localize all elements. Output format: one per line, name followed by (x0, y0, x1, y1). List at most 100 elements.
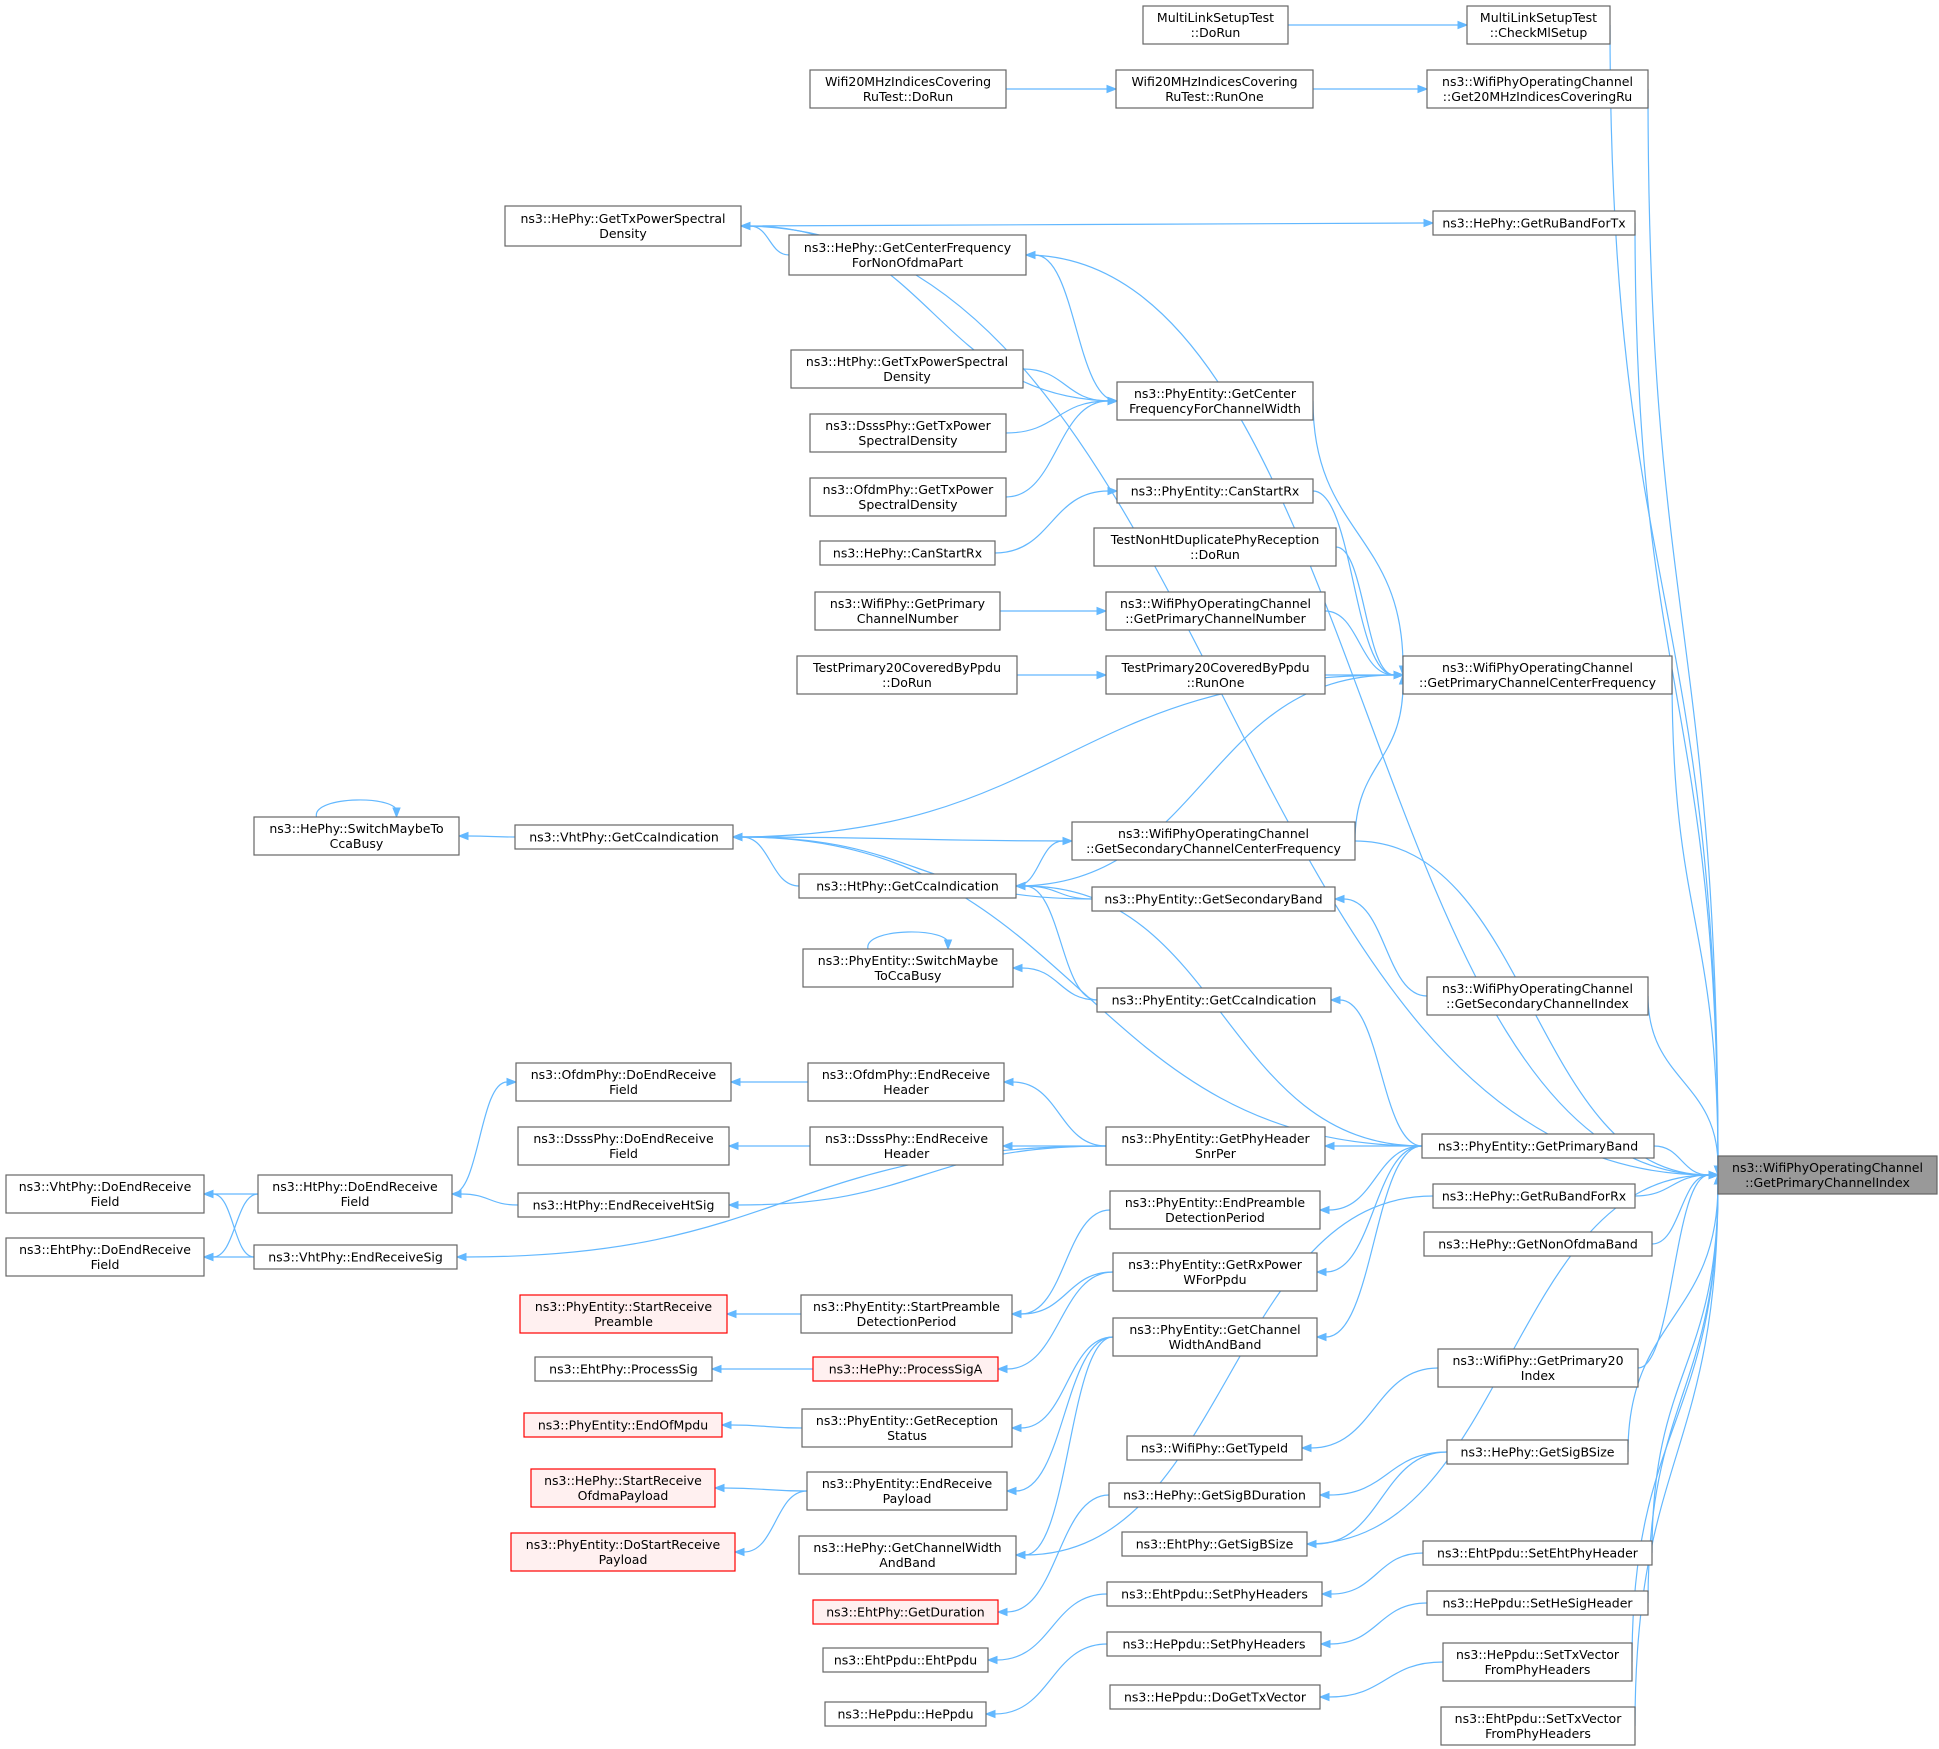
node-ns3-ehtppdu-ehtppdu[interactable]: ns3::EhtPpdu::EhtPpdu (822, 1647, 989, 1673)
node-ns3-wifiphyoperatingchannel-getprimarychannelcenterfrequency[interactable]: ns3::WifiPhyOperatingChannel::GetPrimary… (1402, 655, 1673, 695)
node-ns3-hephy-getsigbsize[interactable]: ns3::HePhy::GetSigBSize (1446, 1439, 1629, 1465)
node-ns3-ehtppdu-setphyheaders[interactable]: ns3::EhtPpdu::SetPhyHeaders (1106, 1581, 1323, 1607)
node-ns3-phyentity-startpreamble-detectionperiod[interactable]: ns3::PhyEntity::StartPreambleDetectionPe… (800, 1294, 1013, 1334)
node-label: FrequencyForChannelWidth (1129, 401, 1301, 416)
node-box (1142, 5, 1289, 45)
node-ns3-phyentity-canstartrx[interactable]: ns3::PhyEntity::CanStartRx (1116, 478, 1314, 504)
call-edge (1016, 670, 1108, 680)
node-ns3-vhtphy-getccaindication[interactable]: ns3::VhtPhy::GetCcaIndication (514, 824, 734, 850)
node-ns3-heppdu-dogettxvector[interactable]: ns3::HePpdu::DoGetTxVector (1109, 1684, 1321, 1710)
call-edge (315, 799, 401, 819)
node-multilinksetuptest-checkmlsetup[interactable]: MultiLinkSetupTest::CheckMlSetup (1466, 5, 1611, 45)
node-ns3-htphy-getccaindication[interactable]: ns3::HtPhy::GetCcaIndication (798, 873, 1017, 899)
node-label: MultiLinkSetupTest (1157, 10, 1274, 25)
node-ns3-ehtphy-processsig[interactable]: ns3::EhtPhy::ProcessSig (534, 1356, 713, 1382)
node-label: ns3::WifiPhyOperatingChannel (1442, 660, 1633, 675)
node-ns3-hephy-getcenterfrequency-fornonofdmapart[interactable]: ns3::HePhy::GetCenterFrequencyForNonOfdm… (788, 234, 1027, 276)
call-edge (720, 1420, 803, 1430)
node-ns3-hephy-canstartrx[interactable]: ns3::HePhy::CanStartRx (819, 540, 996, 566)
node-ns3-hephy-getrubandforrx[interactable]: ns3::HePhy::GetRuBandForRx (1432, 1183, 1636, 1209)
node-ns3-phyentity-getsecondaryband[interactable]: ns3::PhyEntity::GetSecondaryBand (1091, 886, 1336, 912)
node-ns3-heppdu-sethesigheader[interactable]: ns3::HePpdu::SetHeSigHeader (1426, 1590, 1649, 1616)
node-ns3-phyentity-endofmpdu[interactable]: ns3::PhyEntity::EndOfMpdu (523, 1412, 723, 1438)
node-ns3-wifiphy-gettypeid[interactable]: ns3::WifiPhy::GetTypeId (1126, 1435, 1303, 1461)
node-multilinksetuptest-dorun[interactable]: MultiLinkSetupTest::DoRun (1142, 5, 1289, 45)
call-edge (1315, 1145, 1423, 1342)
call-edge (1634, 1173, 1723, 1727)
node-ns3-wifiphyoperatingchannel-get20mhzindicescoveringru[interactable]: ns3::WifiPhyOperatingChannel::Get20MHzIn… (1426, 69, 1649, 109)
node-box (5, 1237, 205, 1277)
node-testnonhtduplicatephyreception-dorun[interactable]: TestNonHtDuplicatePhyReception::DoRun (1093, 527, 1337, 567)
node-label: ns3::OfdmPhy::EndReceive (822, 1067, 991, 1082)
call-edge (1288, 20, 1469, 30)
node-label: ns3::HePpdu::HePpdu (837, 1707, 973, 1722)
node-box (1432, 1183, 1636, 1209)
node-label: Field (609, 1082, 638, 1097)
node-label: ns3::HtPhy::GetCcaIndication (816, 879, 999, 894)
node-ns3-ehtphy-getduration[interactable]: ns3::EhtPhy::GetDuration (812, 1599, 999, 1625)
node-ns3-ehtphy-getsigbsize[interactable]: ns3::EhtPhy::GetSigBSize (1121, 1531, 1308, 1557)
node-ns3-wifiphyoperatingchannel-getprimarychannelindex[interactable]: ns3::WifiPhyOperatingChannel::GetPrimary… (1717, 1155, 1938, 1195)
node-label: Field (609, 1146, 638, 1161)
node-ns3-phyentity-getcenter-frequencyforchannelwidth[interactable]: ns3::PhyEntity::GetCenterFrequencyForCha… (1116, 381, 1314, 421)
node-ns3-hephy-getnonofdmaband[interactable]: ns3::HePhy::GetNonOfdmaBand (1423, 1231, 1653, 1257)
node-testprimary20coveredbyppdu-runone[interactable]: TestPrimary20CoveredByPpdu::RunOne (1105, 655, 1326, 695)
node-box (1440, 1706, 1636, 1746)
node-ns3-wifiphyoperatingchannel-getprimarychannelnumber[interactable]: ns3::WifiPhyOperatingChannel::GetPrimary… (1105, 591, 1326, 631)
node-box (1112, 1252, 1318, 1292)
node-ns3-vhtphy-endreceivesig[interactable]: ns3::VhtPhy::EndReceiveSig (253, 1244, 458, 1270)
node-testprimary20coveredbyppdu-dorun[interactable]: TestPrimary20CoveredByPpdu::DoRun (796, 655, 1018, 695)
node-ns3-phyentity-getccaindication[interactable]: ns3::PhyEntity::GetCcaIndication (1096, 987, 1332, 1013)
node-ns3-wifiphy-getprimary-channelnumber[interactable]: ns3::WifiPhy::GetPrimaryChannelNumber (814, 591, 1001, 631)
node-ns3-hephy-processsiga[interactable]: ns3::HePhy::ProcessSigA (812, 1356, 999, 1382)
node-ns3-phyentity-endpreamble-detectionperiod[interactable]: ns3::PhyEntity::EndPreambleDetectionPeri… (1109, 1190, 1321, 1230)
call-edge (1010, 1336, 1114, 1433)
node-label: TestPrimary20CoveredByPpdu (812, 660, 1001, 675)
node-ns3-wifiphyoperatingchannel-getsecondarychannelcenterfrequency[interactable]: ns3::WifiPhyOperatingChannel::GetSeconda… (1071, 821, 1356, 861)
node-ns3-hephy-getrubandfortx[interactable]: ns3::HePhy::GetRuBandForTx (1432, 210, 1636, 236)
node-label: ns3::PhyEntity::GetPhyHeader (1121, 1131, 1310, 1146)
node-ns3-heppdu-setphyheaders[interactable]: ns3::HePpdu::SetPhyHeaders (1106, 1631, 1322, 1657)
node-ns3-hephy-getsigbduration[interactable]: ns3::HePhy::GetSigBDuration (1108, 1482, 1321, 1508)
node-label: ns3::PhyEntity::GetPrimaryBand (1438, 1139, 1638, 1154)
node-label: AndBand (879, 1555, 936, 1570)
node-ns3-wifiphyoperatingchannel-getsecondarychannelindex[interactable]: ns3::WifiPhyOperatingChannel::GetSeconda… (1426, 976, 1649, 1016)
call-edge (986, 1593, 1108, 1665)
node-label: DetectionPeriod (1165, 1210, 1265, 1225)
node-label: ns3::PhyEntity::StartPreamble (813, 1299, 1000, 1314)
node-ns3-heppdu-heppdu[interactable]: ns3::HePpdu::HePpdu (824, 1701, 987, 1727)
node-ns3-ehtppdu-setehtphyheader[interactable]: ns3::EhtPpdu::SetEhtPhyHeader (1422, 1540, 1653, 1566)
node-ns3-phyentity-getprimaryband[interactable]: ns3::PhyEntity::GetPrimaryBand (1421, 1133, 1655, 1159)
node-box (1446, 1439, 1629, 1465)
call-edge (727, 1141, 811, 1151)
node-ns3-htphy-endreceivehtsig[interactable]: ns3::HtPhy::EndReceiveHtSig (517, 1192, 730, 1218)
call-edge (1319, 1602, 1428, 1649)
